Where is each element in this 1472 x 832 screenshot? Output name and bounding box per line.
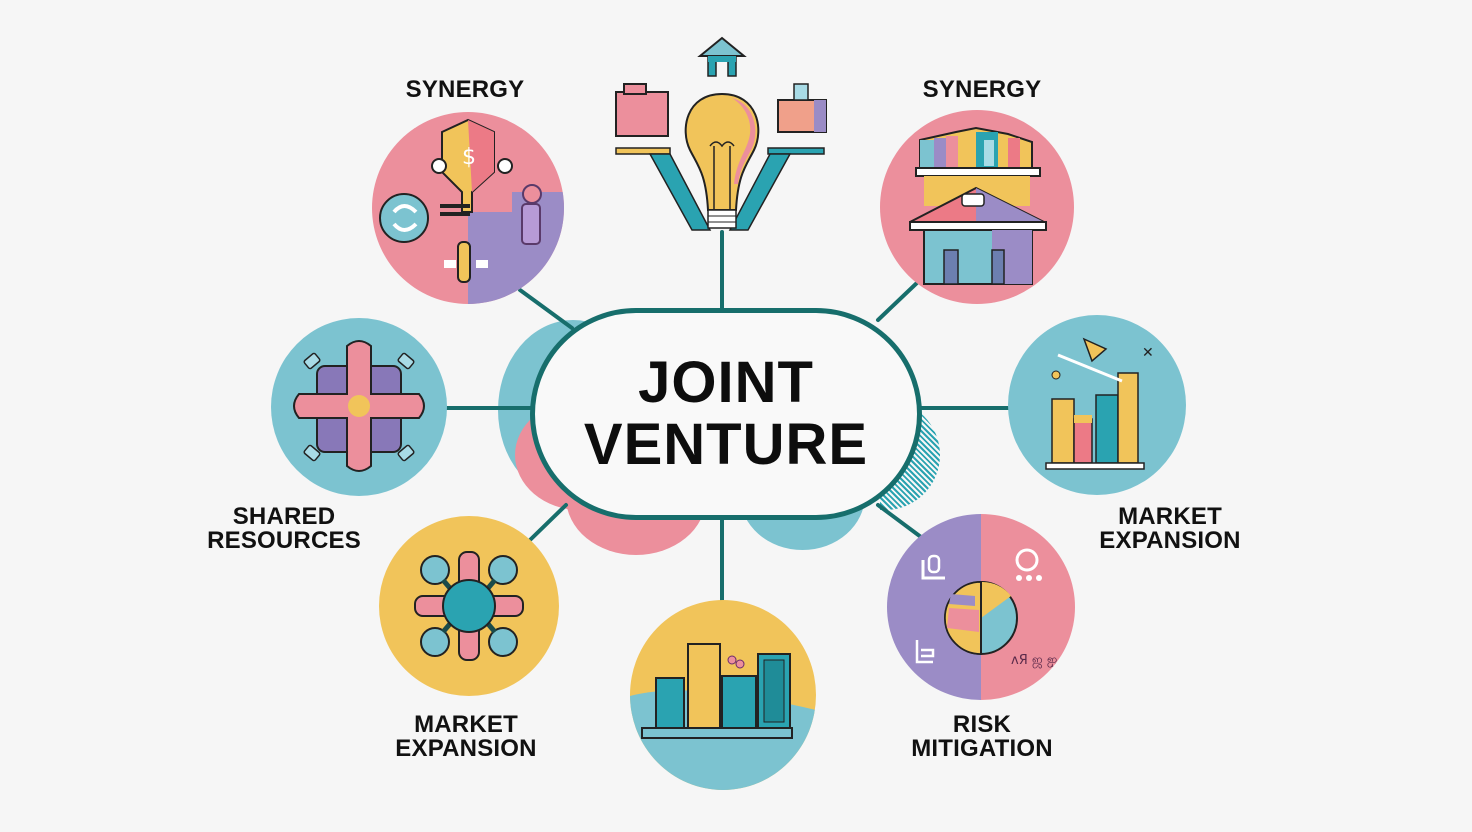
svg-text:ᴧЯ ஜ ஐ: ᴧЯ ஜ ஐ [1011, 653, 1057, 668]
node-synergy-left: $ [372, 112, 564, 304]
buildings-skyline-icon [630, 643, 816, 790]
svg-text:✕: ✕ [1142, 345, 1154, 361]
network-hub-icon [414, 551, 524, 661]
label-risk-mitigation: RISK MITIGATION [911, 711, 1053, 762]
node-idea-top [610, 34, 830, 234]
center-title-line2: VENTURE [583, 412, 869, 477]
node-synergy-right [880, 110, 1074, 304]
connector-bottom-left [528, 503, 568, 542]
connector-bottom-right [876, 503, 927, 542]
label-synergy-left: SYNERGY [405, 76, 525, 103]
bar-chart-growth-icon: ✕ [1045, 337, 1154, 470]
node-market-expansion-right: ✕ [1008, 315, 1186, 495]
label-market-expansion-right: MARKET EXPANSION [1099, 503, 1241, 554]
building-icon [909, 126, 1047, 285]
label-shared-resources: SHARED RESOURCES [207, 503, 361, 554]
cross-puzzle-icon [293, 340, 425, 472]
node-market-expansion-left [379, 516, 559, 696]
connector-top-right [876, 278, 922, 322]
label-market-expansion-left: MARKET EXPANSION [395, 711, 537, 762]
center-node-joint-venture: JOINT VENTURE [530, 308, 922, 520]
node-shared-resources [271, 318, 447, 496]
lightbulb-icon [615, 36, 827, 231]
label-synergy-right: SYNERGY [922, 76, 1042, 103]
node-risk-mitigation: ᴧЯ ஜ ஐ [887, 514, 1075, 700]
handshake-money-icon: $ [379, 118, 564, 304]
svg-text:$: $ [462, 145, 476, 170]
node-growth-bottom [630, 600, 816, 790]
center-title-line1: JOINT [638, 350, 814, 415]
pie-chart-shield-icon: ᴧЯ ஜ ஐ [915, 548, 1057, 668]
